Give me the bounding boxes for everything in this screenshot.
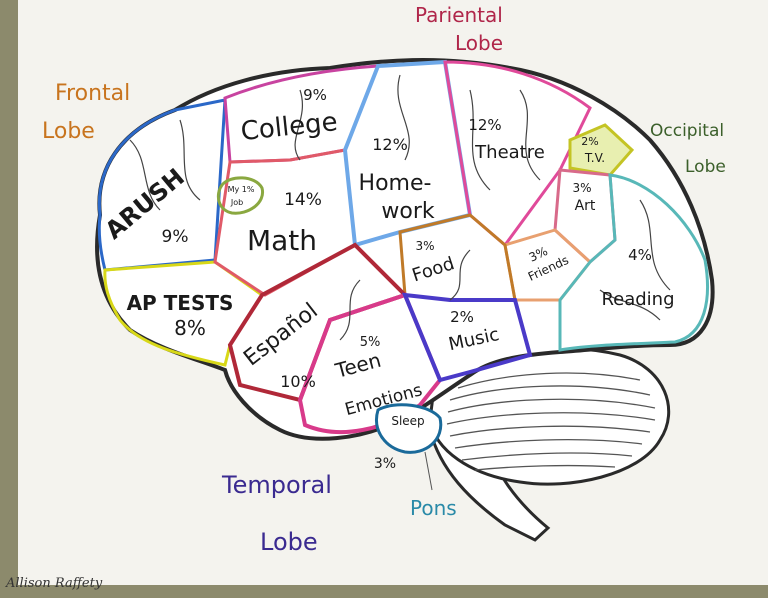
- region-theatre-outline: [443, 60, 592, 248]
- region-sleep-outline: [375, 403, 443, 454]
- reading-label: Reading: [601, 289, 674, 310]
- region-arush-outline: [97, 98, 227, 272]
- ap-tests-label: AP TESTS: [127, 291, 234, 315]
- arush-percent: 9%: [162, 227, 189, 247]
- my-job-label-line2: Job: [230, 198, 243, 207]
- ap-tests-percent: 8%: [174, 316, 206, 340]
- region-ap-tests-outline: [103, 260, 265, 367]
- pons-label: Pons: [410, 496, 457, 520]
- signature: Allison Raffety: [6, 576, 103, 591]
- occipital-lobe-label-line2: Lobe: [685, 157, 726, 177]
- region-reading-outline: [558, 173, 709, 352]
- art-label: Art: [575, 198, 596, 214]
- sleep-percent: 3%: [374, 456, 396, 472]
- temporal-lobe-label-line1: Temporal: [221, 471, 332, 499]
- gyri-lines: [129, 74, 671, 341]
- math-label: Math: [247, 224, 317, 257]
- pons-pointer: [424, 451, 433, 491]
- theatre-label: Theatre: [474, 142, 545, 163]
- college-percent: 9%: [303, 86, 327, 104]
- region-tv-outline: [568, 123, 635, 177]
- occipital-lobe-label-line1: Occipital: [650, 121, 724, 141]
- parietal-lobe-label-line2: Lobe: [455, 31, 503, 55]
- frontal-lobe-label-line1: Frontal: [55, 81, 130, 106]
- my-job-label-line1: My 1%: [228, 185, 255, 194]
- theatre-percent: 12%: [468, 116, 501, 134]
- region-teen-emotions-outline: [297, 292, 443, 435]
- parietal-lobe-label-line1: Pariental: [415, 3, 503, 27]
- homework-label-line1: Home-: [359, 171, 432, 196]
- espanol-percent: 10%: [280, 372, 316, 391]
- temporal-lobe-label-line2: Lobe: [260, 528, 318, 556]
- art-percent: 3%: [572, 181, 591, 195]
- frontal-lobe-label-line2: Lobe: [42, 119, 95, 144]
- region-my-job-outline: [216, 176, 265, 215]
- homework-percent: 12%: [372, 135, 408, 154]
- cerebellum-folds: [446, 372, 656, 471]
- food-percent: 3%: [415, 239, 434, 253]
- math-percent: 14%: [284, 190, 322, 210]
- music-percent: 2%: [450, 308, 474, 326]
- teen-percent: 5%: [360, 335, 381, 350]
- reading-percent: 4%: [628, 246, 652, 264]
- homework-label-line2: work: [381, 199, 434, 224]
- tv-label: T.V.: [584, 151, 605, 165]
- sleep-label: Sleep: [391, 414, 424, 428]
- tv-percent: 2%: [581, 135, 598, 148]
